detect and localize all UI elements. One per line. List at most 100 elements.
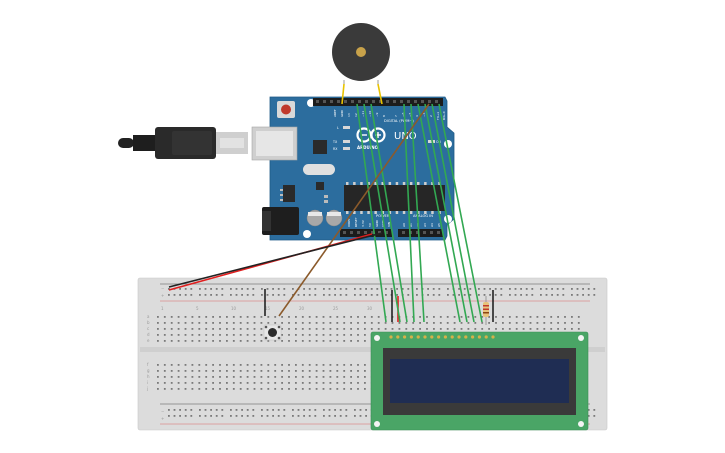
usb-cable[interactable] — [118, 127, 248, 159]
breadboard-hole — [297, 409, 300, 411]
breadboard-hole — [198, 334, 201, 336]
breadboard-hole — [426, 316, 428, 318]
header-hole — [435, 100, 438, 103]
breadboard-hole — [364, 328, 366, 330]
breadboard-hole — [173, 409, 176, 411]
breadboard-hole — [488, 322, 490, 324]
breadboard-hole — [474, 322, 477, 324]
breadboard-hole — [453, 316, 456, 318]
chip-pin — [353, 182, 356, 185]
breadboard-hole — [281, 382, 283, 384]
power-jack[interactable] — [262, 207, 299, 235]
breadboard-hole — [281, 340, 283, 342]
push-button[interactable] — [263, 324, 282, 341]
col-num-20: 20 — [299, 306, 305, 311]
breadboard-hole — [343, 388, 346, 390]
wire-green-lcd-9[interactable] — [438, 103, 483, 323]
wire-yellow-buzzer-gnd[interactable] — [341, 83, 345, 105]
header-hole — [393, 100, 396, 103]
chip-pin — [388, 182, 392, 185]
wire-brown-button[interactable] — [278, 103, 430, 317]
wire-green-lcd-3[interactable] — [370, 103, 408, 323]
breadboard-hole — [593, 294, 596, 296]
row-letter-h: h — [147, 374, 150, 379]
wire-green-lcd-6[interactable] — [417, 103, 461, 323]
breadboard-hole — [219, 334, 221, 336]
breadboard-hole — [350, 370, 352, 372]
breadboard-hole — [433, 328, 435, 330]
header-hole — [430, 231, 433, 234]
header-hole — [357, 231, 360, 234]
breadboard-hole — [163, 340, 166, 342]
wire-yellow-buzzer-signal[interactable] — [377, 83, 383, 105]
crystal-oscillator — [303, 164, 335, 175]
breadboard-hole — [252, 415, 255, 417]
analog-header[interactable] — [398, 229, 443, 237]
breadboard-hole — [343, 364, 346, 366]
wire-green-lcd-4[interactable] — [403, 103, 415, 323]
breadboard-hole — [364, 382, 366, 384]
rail-plus-label-bottom: + — [161, 416, 164, 421]
breadboard-hole — [343, 382, 346, 384]
breadboard-hole — [343, 370, 346, 372]
breadboard-hole — [345, 288, 348, 290]
breadboard-hole — [364, 316, 366, 318]
breadboard-hole — [322, 376, 325, 378]
breadboard-hole — [315, 388, 318, 390]
wire-black-gnd[interactable] — [168, 232, 383, 288]
wire-green-lcd-5[interactable] — [410, 103, 425, 323]
lcd-module[interactable] — [370, 331, 589, 431]
breadboard-hole — [239, 316, 242, 318]
breadboard-hole — [219, 340, 221, 342]
breadboard-hole — [350, 364, 352, 366]
breadboard-hole — [488, 328, 490, 330]
breadboard-hole — [261, 288, 263, 290]
breadboard-hole — [343, 316, 346, 318]
breadboard-hole — [252, 288, 255, 290]
breadboard-hole — [205, 370, 208, 372]
breadboard-hole — [266, 294, 269, 296]
breadboard-hole — [204, 415, 207, 417]
resistor[interactable] — [483, 296, 489, 325]
wire-green-lcd-2[interactable] — [363, 103, 401, 323]
breadboard-hole — [452, 294, 455, 296]
breadboard-hole — [239, 382, 242, 384]
wire-green-lcd-7[interactable] — [424, 103, 468, 323]
breadboard-hole — [198, 388, 201, 390]
breadboard-hole — [179, 288, 181, 290]
breadboard-hole — [314, 294, 317, 296]
breadboard-hole — [488, 316, 490, 318]
piezo-buzzer[interactable] — [332, 23, 390, 86]
breadboard-hole — [267, 322, 270, 324]
breadboard-hole — [551, 294, 553, 296]
pin-label-aref: AREF — [333, 109, 337, 117]
buzzer-center — [356, 47, 366, 57]
breadboard-hole — [177, 328, 180, 330]
breadboard-hole — [495, 328, 497, 330]
breadboard-hole — [593, 415, 596, 417]
arduino-uno-board[interactable]: L TX RX ON UNO ARDUINO DIGITAL (PWM~) AR… — [251, 96, 455, 241]
arduino-brand-label: ARDUINO — [357, 145, 379, 150]
reset-button-cap[interactable] — [281, 104, 291, 115]
breadboard-hole — [177, 370, 180, 372]
breadboard-hole — [571, 316, 573, 318]
breadboard-hole — [481, 322, 484, 324]
breadboard-hole — [190, 415, 193, 417]
lcd-pin — [477, 335, 481, 339]
wire-green-lcd-1[interactable] — [356, 103, 387, 323]
breadboard-hole — [545, 288, 548, 290]
button-cap[interactable] — [268, 328, 277, 337]
chip-pin — [367, 211, 370, 214]
breadboard-hole — [540, 294, 542, 296]
breadboard-hole — [199, 288, 201, 290]
wire-green-lcd-8[interactable] — [431, 103, 475, 323]
digital-header[interactable] — [313, 98, 443, 106]
breadboard-hole — [339, 409, 342, 411]
breadboard-hole — [253, 376, 256, 378]
breadboard-hole — [345, 415, 348, 417]
breadboard-hole — [230, 288, 232, 290]
header-hole — [371, 231, 374, 234]
breadboard-hole — [550, 316, 553, 318]
breadboard-hole — [170, 370, 173, 372]
